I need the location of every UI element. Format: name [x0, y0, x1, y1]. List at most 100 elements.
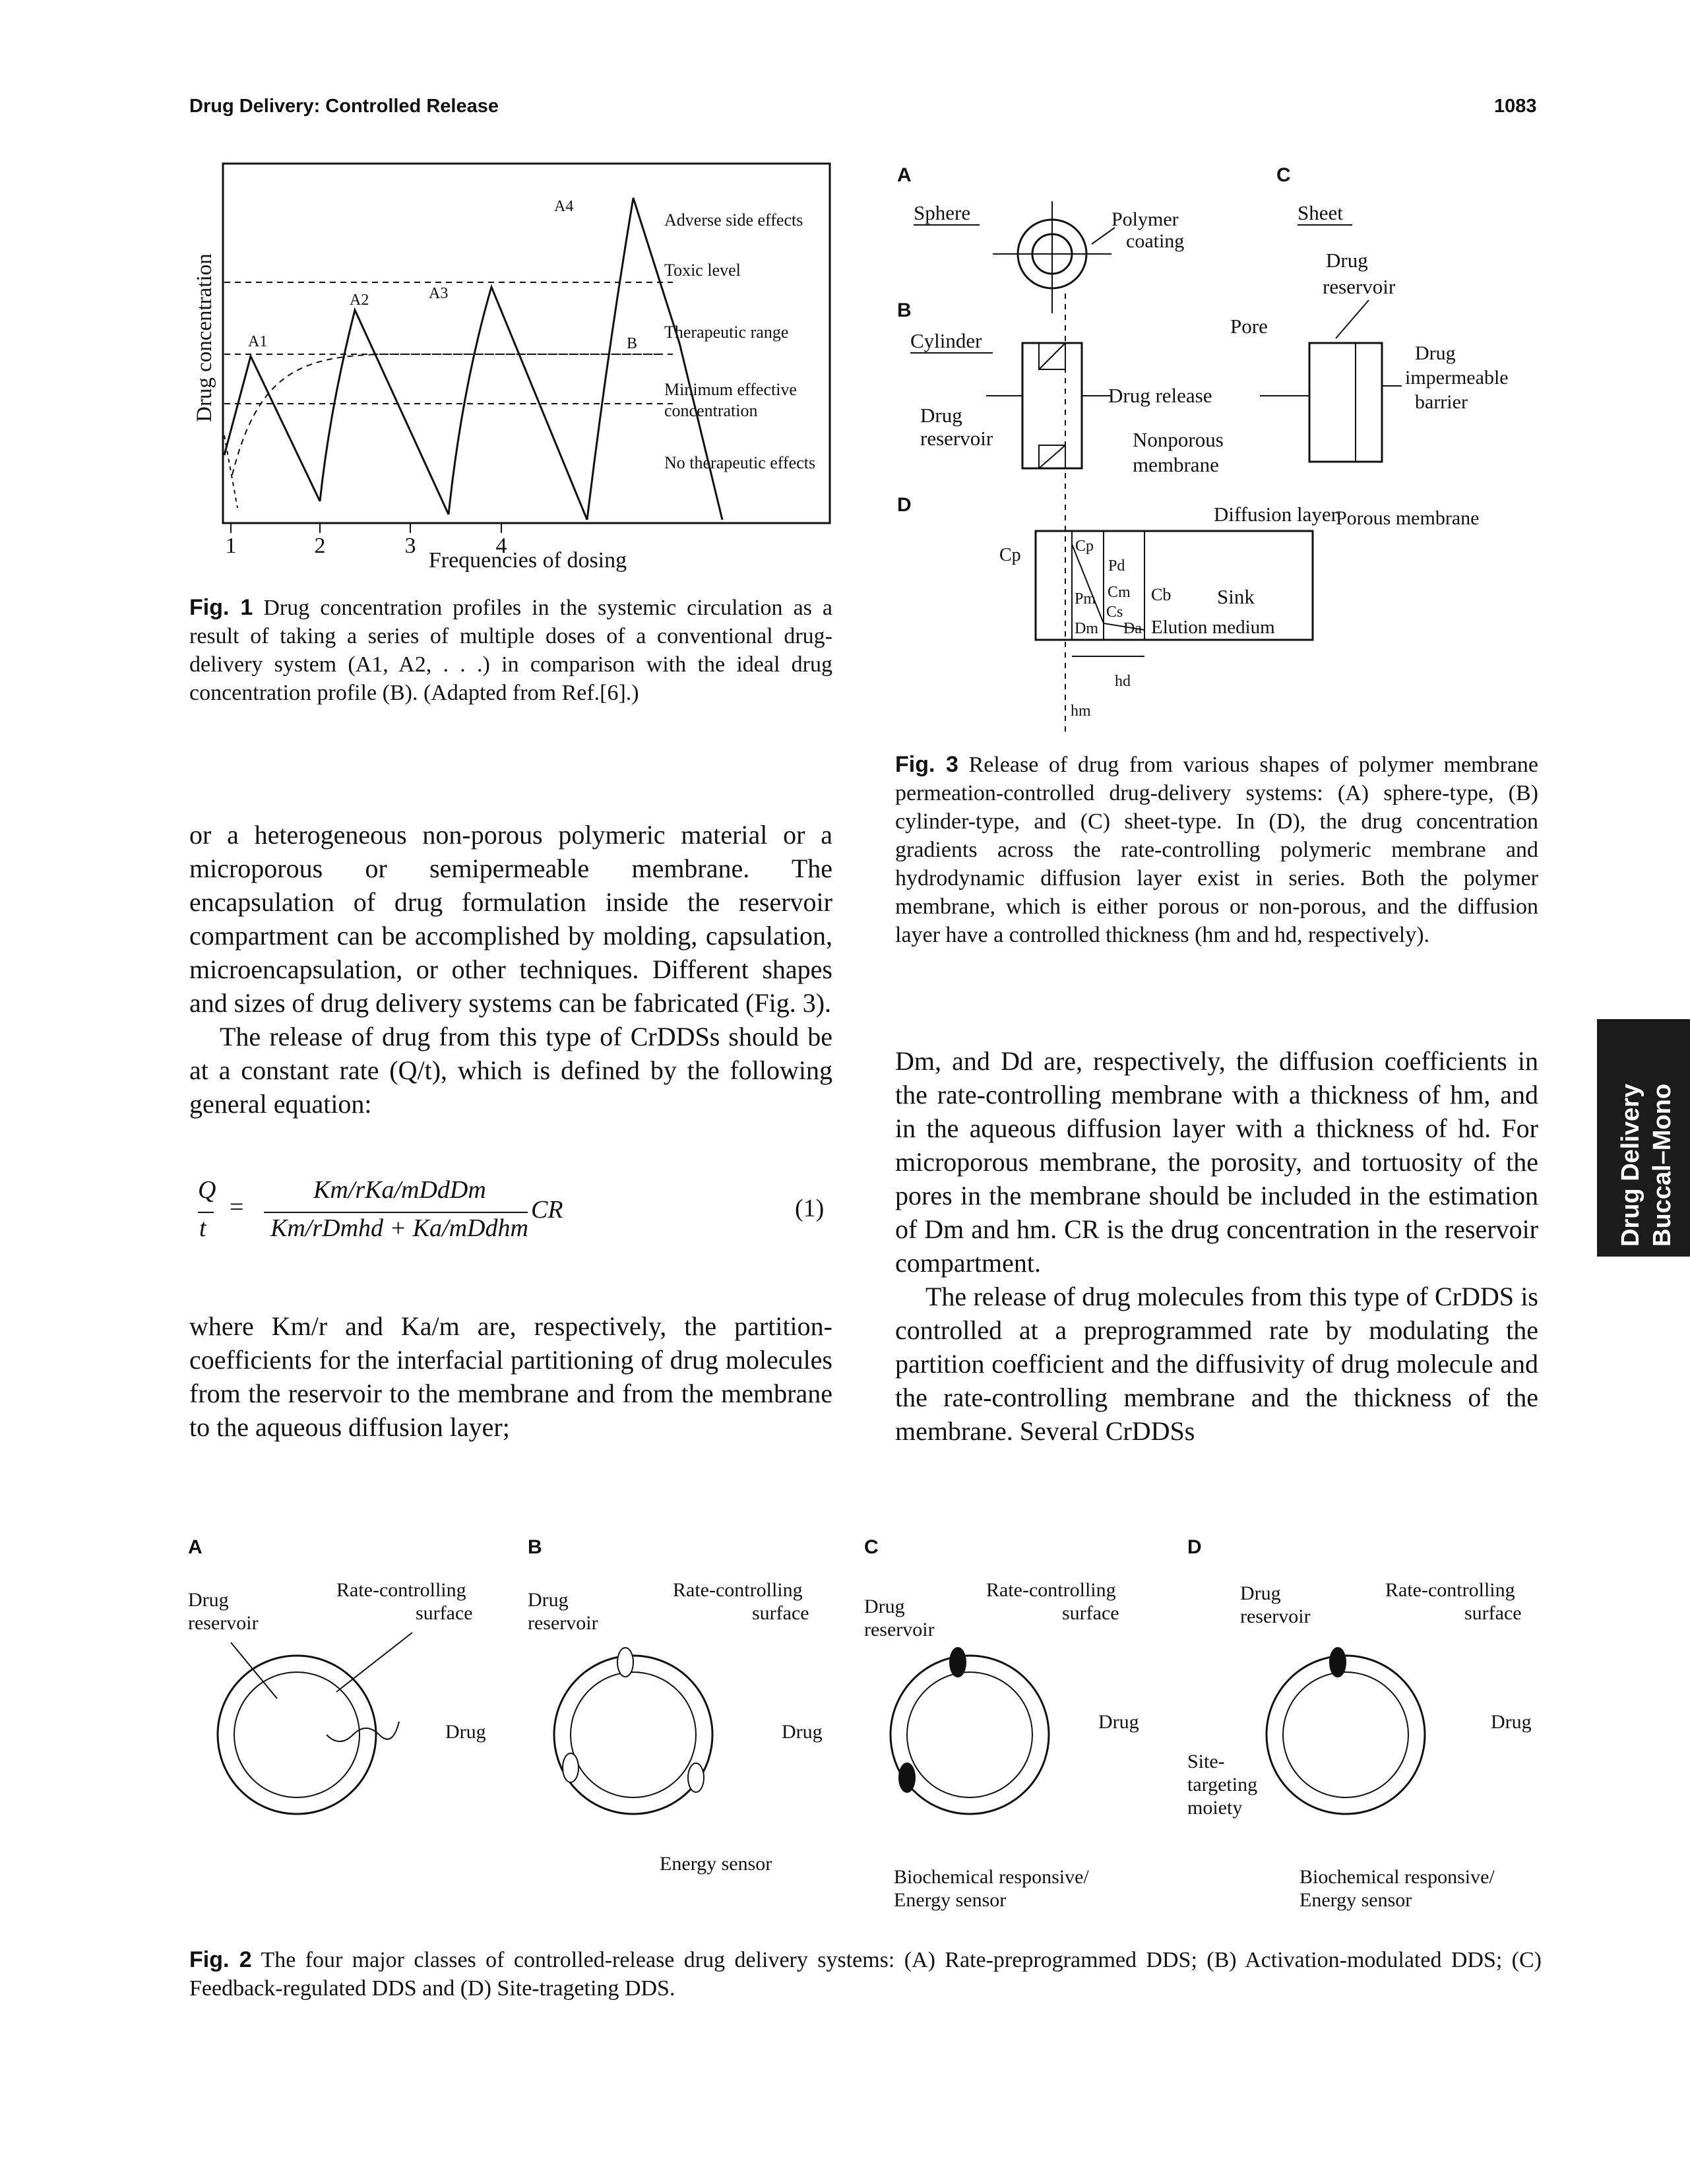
- peak-a2: A2: [350, 292, 369, 309]
- fig3-panel-c: C: [1276, 164, 1291, 186]
- left-para-3: where Km/r and Ka/m are, respectively, t…: [189, 1311, 832, 1442]
- fig2-panel-d: D Drug reservoir Rate-controlling surfac…: [1187, 1536, 1532, 1911]
- label-sink: Sink: [1217, 585, 1255, 608]
- zone-no-effect: No therapeutic effects: [664, 453, 816, 472]
- left-column-bottom: where Km/r and Ka/m are, respectively, t…: [189, 1309, 832, 1444]
- label-hm: hm: [1071, 702, 1091, 720]
- fig2-letter-d: D: [1187, 1536, 1202, 1558]
- fig2-d-site-1: Site-: [1187, 1751, 1225, 1772]
- label-cb: Cb: [1151, 585, 1171, 604]
- label-pore: Pore: [1230, 315, 1268, 338]
- running-title: Drug Delivery: Controlled Release: [189, 96, 499, 117]
- fig2-d-drug-label: Drug: [1491, 1711, 1532, 1733]
- eq-numerator: Km/rKa/mDdDm: [313, 1176, 486, 1204]
- zone-therapeutic: Therapeutic range: [664, 323, 788, 342]
- zone-toxic: Toxic level: [664, 261, 741, 280]
- label-polymer-coating-1: Polymer: [1111, 208, 1179, 230]
- fig2-d-site-2: targeting: [1187, 1774, 1257, 1795]
- right-column: Dm, and Dd are, respectively, the diffus…: [895, 1044, 1538, 1448]
- fig3-panel-d: D: [897, 494, 912, 516]
- eq-equals: =: [230, 1193, 244, 1221]
- fig2-b-sensor: Energy sensor: [660, 1853, 772, 1875]
- label-elution: Elution medium: [1151, 617, 1275, 638]
- fig3-diagram: A B C D Sphere Polymer coating Cylinder …: [897, 164, 1509, 735]
- fig2-a-surface: surface: [416, 1602, 473, 1624]
- fig2-d-site-3: moiety: [1187, 1797, 1242, 1819]
- fig3-caption: Fig. 3 Release of drug from various shap…: [895, 751, 1538, 949]
- left-para-1: or a heterogeneous non-porous polymeric …: [189, 820, 832, 1018]
- fig3-caption-label: Fig. 3: [895, 752, 958, 777]
- label-impermeable-3: barrier: [1415, 391, 1468, 413]
- fig2-letter-a: A: [188, 1536, 203, 1558]
- label-pd: Pd: [1108, 557, 1125, 575]
- zone-adverse: Adverse side effects: [664, 210, 803, 230]
- x-tick-4: 4: [496, 534, 507, 558]
- left-column-top: or a heterogeneous non-porous polymeric …: [189, 818, 832, 1121]
- fig2-d-sensor: Biochemical responsive/: [1299, 1866, 1495, 1888]
- fig3-panel-b: B: [897, 299, 912, 321]
- fig2-b-drug: Drug: [528, 1589, 569, 1611]
- label-cm: Cm: [1108, 584, 1131, 601]
- fig3-panel-a: A: [897, 164, 912, 186]
- eq-number: (1): [795, 1195, 825, 1222]
- label-cp: Cp: [999, 545, 1021, 565]
- label-cylinder: Cylinder: [910, 329, 982, 352]
- label-impermeable-2: impermeable: [1405, 367, 1509, 389]
- label-cp2: Cp: [1075, 538, 1094, 555]
- label-drug-reservoir-2: reservoir: [920, 427, 993, 450]
- tab-line-1: Drug Delivery: [1617, 1083, 1644, 1247]
- right-para-2: The release of drug molecules from this …: [895, 1282, 1538, 1446]
- label-dd: Da: [1123, 620, 1142, 637]
- label-cs: Cs: [1106, 604, 1123, 621]
- fig2-c-reservoir: reservoir: [864, 1619, 935, 1640]
- label-nonporous-1: Nonporous: [1133, 428, 1224, 451]
- label-hd: hd: [1115, 673, 1131, 690]
- peak-a4: A4: [554, 198, 573, 215]
- fig2-a-drug: Drug: [188, 1589, 229, 1611]
- fig2-b-surface: surface: [752, 1602, 809, 1624]
- fig2-c-surface: surface: [1062, 1602, 1119, 1624]
- equation-1: Q t = Km/rKa/mDdDm Km/rDmhd + Ka/mDdhm C…: [198, 1176, 838, 1253]
- fig2-letter-b: B: [528, 1536, 542, 1558]
- x-axis-label: Frequencies of dosing: [429, 548, 627, 573]
- x-tick-3: 3: [405, 534, 416, 558]
- fig2-b-rate: Rate-controlling: [673, 1579, 803, 1601]
- fig2-c-sensor: Biochemical responsive/: [894, 1866, 1089, 1888]
- fig2-caption-text: The four major classes of controlled-rel…: [189, 1948, 1542, 2001]
- fig2-caption: Fig. 2 The four major classes of control…: [189, 1946, 1542, 2003]
- section-thumb-tab: Drug Delivery Buccal–Mono: [1597, 1019, 1690, 1257]
- label-sheet-drug: Drug: [1326, 249, 1368, 272]
- fig2-b-reservoir: reservoir: [528, 1612, 598, 1634]
- peak-a3: A3: [429, 285, 448, 302]
- label-polymer-coating-2: coating: [1126, 230, 1184, 252]
- fig2-a-drug-label: Drug: [445, 1721, 486, 1743]
- label-nonporous-2: membrane: [1133, 453, 1219, 476]
- fig1-caption-text: Drug concentration profiles in the syste…: [189, 596, 833, 705]
- y-axis-label: Drug concentration: [193, 253, 216, 422]
- zone-minimum: Minimum effective concentration: [664, 380, 797, 420]
- fig2-a-reservoir: reservoir: [188, 1612, 259, 1634]
- fig2-b-drug-label: Drug: [782, 1721, 823, 1743]
- fig1-caption: Fig. 1 Drug concentration profiles in th…: [189, 594, 832, 707]
- fig2-panel-b: B Drug reservoir Rate-controlling surfac…: [528, 1536, 823, 1875]
- fig2-c-sensor-2: Energy sensor: [894, 1889, 1006, 1911]
- fig2-panel-a: A Drug reservoir Rate-controlling surfac…: [188, 1536, 486, 1815]
- peak-b: B: [627, 335, 637, 352]
- eq-denominator: Km/rDmhd + Ka/mDdhm: [270, 1214, 528, 1242]
- fig2-panel-c: C Drug reservoir Rate-controlling surfac…: [864, 1536, 1139, 1911]
- label-sheet: Sheet: [1298, 201, 1343, 224]
- fig2-letter-c: C: [864, 1536, 879, 1558]
- fig2-d-reservoir: reservoir: [1240, 1606, 1311, 1627]
- tab-line-2: Buccal–Mono: [1648, 1083, 1676, 1247]
- eq-factor: CR: [531, 1196, 563, 1224]
- eq-lhs-num: Q: [198, 1176, 216, 1204]
- fig2-d-surface: surface: [1464, 1602, 1522, 1624]
- fig2-caption-label: Fig. 2: [189, 1947, 252, 1972]
- label-sheet-reservoir: reservoir: [1323, 275, 1396, 298]
- label-impermeable-1: Drug: [1415, 342, 1456, 364]
- left-para-2: The release of drug from this type of Cr…: [189, 1022, 832, 1119]
- eq-lhs-den: t: [199, 1214, 206, 1242]
- fig2-c-drug: Drug: [864, 1596, 905, 1617]
- fig2-c-drug-label: Drug: [1098, 1711, 1139, 1733]
- fig1-caption-label: Fig. 1: [189, 595, 253, 620]
